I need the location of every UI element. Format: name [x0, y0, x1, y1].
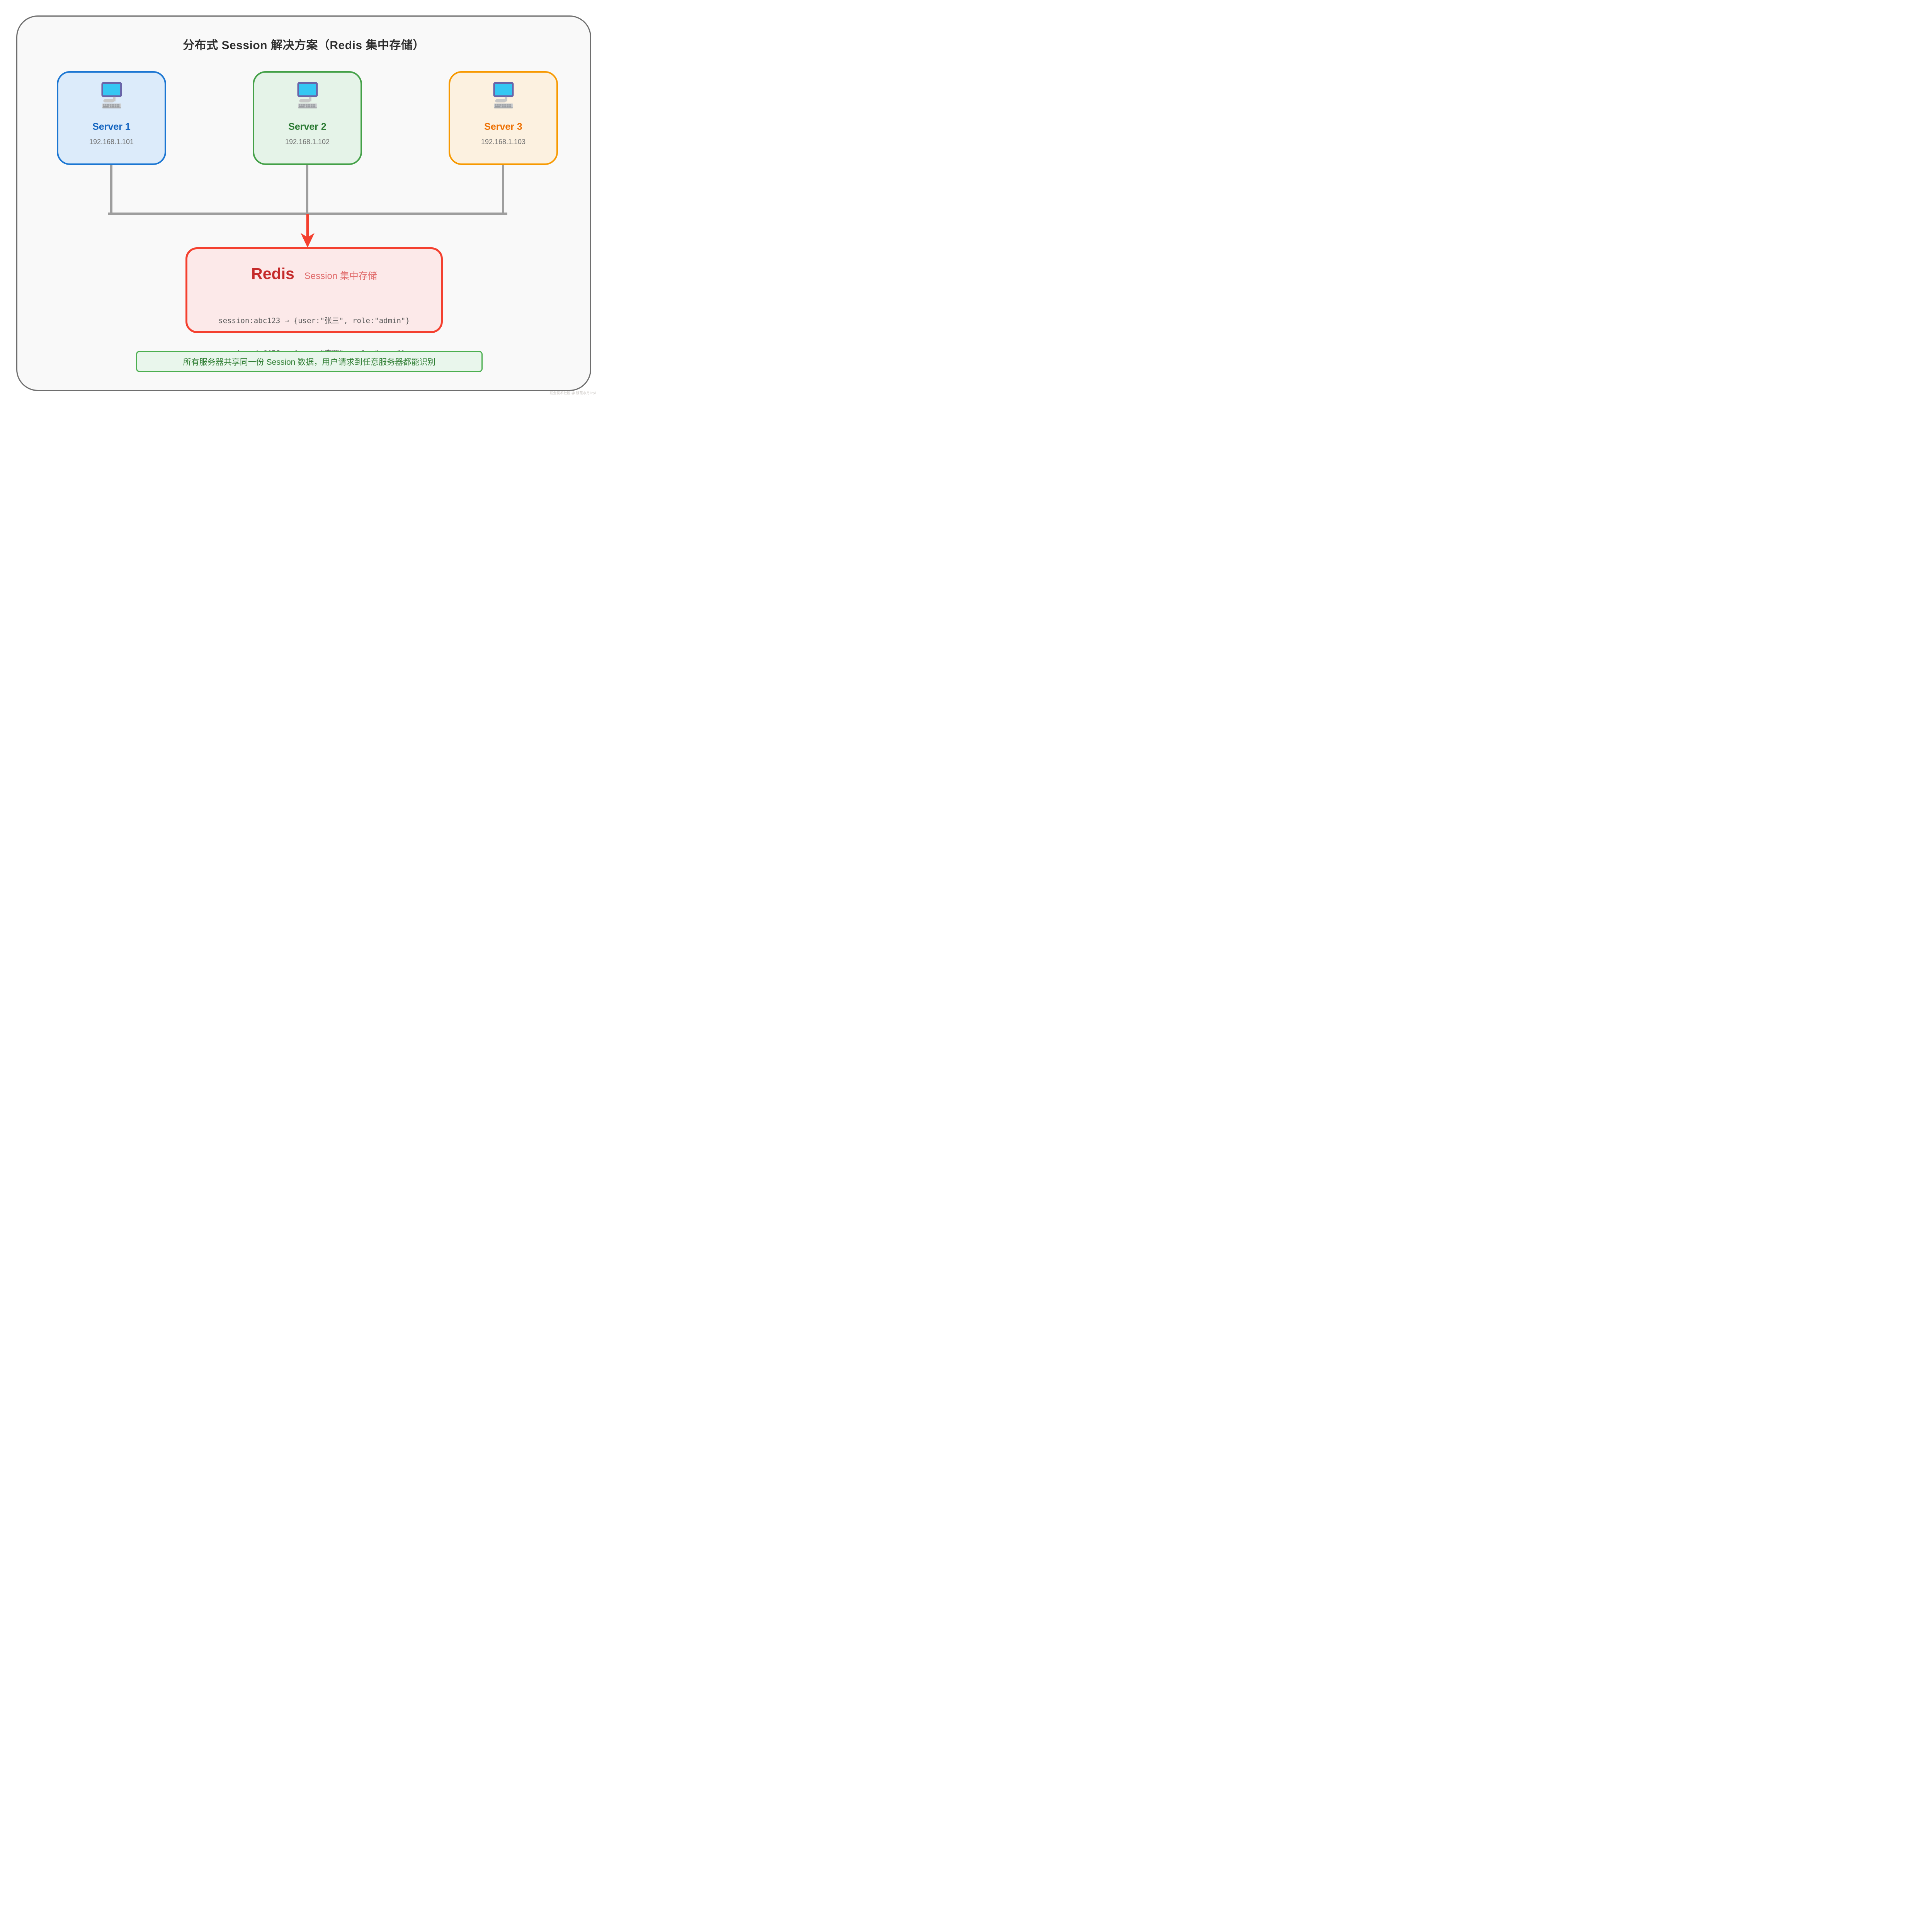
- server-name: Server 3: [484, 121, 522, 132]
- server-ip: 192.168.1.101: [89, 138, 134, 146]
- server-name: Server 2: [288, 121, 327, 132]
- session-entry: session:abc123 → {user:"张三", role:"admin…: [218, 316, 410, 325]
- server-ip: 192.168.1.103: [481, 138, 526, 146]
- server-1-card: Server 1 192.168.1.101: [57, 71, 166, 165]
- server-name: Server 1: [92, 121, 131, 132]
- desktop-computer-icon: [492, 82, 515, 110]
- redis-title-row: Redis Session 集中存储: [251, 265, 377, 283]
- diagram-title: 分布式 Session 解决方案（Redis 集中存储）: [183, 39, 425, 52]
- connector-vertical-server-3: [502, 165, 504, 214]
- desktop-computer-icon: [100, 82, 123, 110]
- connector-vertical-server-2: [306, 165, 308, 214]
- connector-vertical-server-1: [110, 165, 112, 214]
- server-ip: 192.168.1.102: [285, 138, 330, 146]
- redis-subtitle: Session 集中存储: [304, 271, 377, 281]
- server-2-card: Server 2 192.168.1.102: [253, 71, 362, 165]
- red-arrow-down-icon: [301, 214, 315, 248]
- redis-box: Redis Session 集中存储 session:abc123 → {use…: [185, 247, 443, 357]
- redis-title: Redis: [251, 265, 294, 282]
- note-text: 所有服务器共享同一份 Session 数据，用户请求到任意服务器都能识别: [183, 357, 436, 367]
- desktop-computer-icon: [296, 82, 319, 110]
- server-3-card: Server 3 192.168.1.103: [449, 71, 558, 165]
- note-box: 所有服务器共享同一份 Session 数据，用户请求到任意服务器都能识别: [136, 351, 483, 372]
- watermark: 掘金技术社区 @ 镜花水月linyi: [549, 391, 596, 395]
- diagram-stage: 分布式 Session 解决方案（Redis 集中存储） Server 1 19…: [0, 0, 604, 403]
